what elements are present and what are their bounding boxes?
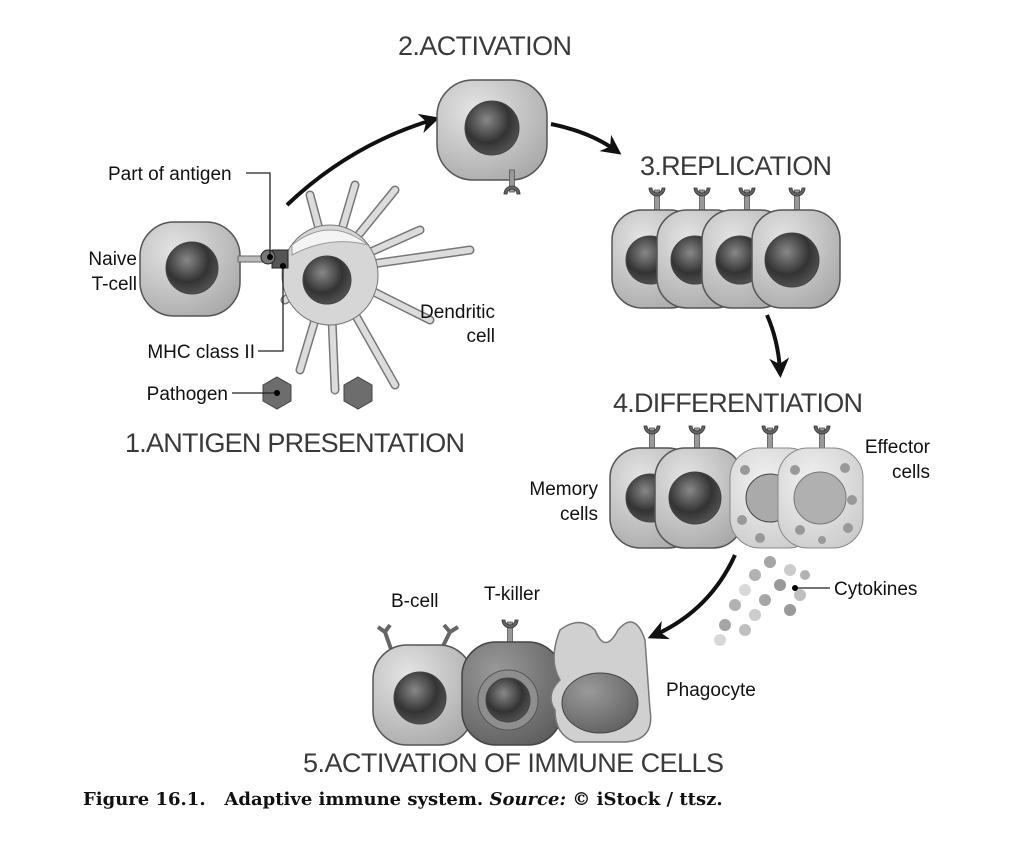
label-t-killer: T-killer (484, 584, 541, 605)
label-phagocyte: Phagocyte (666, 680, 756, 701)
stage-2-title: 2.ACTIVATION (398, 31, 572, 61)
label-naive: Naive (88, 249, 137, 270)
replicated-t-cells (611, 187, 841, 309)
stage-1-title: 1.ANTIGEN PRESENTATION (125, 428, 465, 458)
b-cell (372, 623, 474, 746)
label-pathogen: Pathogen (147, 384, 228, 405)
activated-t-cell (436, 79, 548, 195)
label-memory-cells: cells (560, 504, 598, 525)
t-killer-cell (461, 619, 563, 746)
label-effector: Effector (865, 437, 931, 458)
label-mhc-class-ii: MHC class II (147, 342, 255, 363)
label-dendritic-cell: cell (466, 326, 495, 347)
label-t-cell: T-cell (92, 274, 137, 295)
memory-cells (609, 425, 744, 549)
arrow-to-activation (285, 113, 440, 207)
source-credit: © iStock / ttsz. (572, 789, 723, 810)
source-label: Source: (489, 789, 567, 810)
naive-t-cell (139, 221, 265, 317)
phagocyte-cell (550, 621, 652, 743)
label-cytokines: Cytokines (834, 579, 917, 600)
label-part-of-antigen: Part of antigen (108, 164, 232, 185)
figure-caption: Figure 16.1. Adaptive immune system. Sou… (83, 789, 723, 810)
pathogen-icon (343, 376, 373, 410)
stage-4-title: 4.DIFFERENTIATION (613, 388, 863, 418)
label-b-cell: B-cell (391, 591, 439, 612)
effector-cells (729, 425, 864, 549)
stage-5-title: 5.ACTIVATION OF IMMUNE CELLS (303, 748, 724, 778)
arrow-to-replication (550, 122, 622, 155)
figure-number: Figure 16.1. (83, 789, 206, 810)
arrow-to-immune-cells (647, 554, 737, 640)
arrow-to-differentiation (765, 314, 790, 378)
stage-3-title: 3.REPLICATION (640, 151, 832, 181)
cytokines-cluster (714, 556, 810, 646)
label-dendritic: Dendritic (420, 302, 495, 323)
label-effector-cells: cells (892, 462, 930, 483)
label-memory: Memory (529, 479, 598, 500)
dendritic-cell (280, 180, 475, 395)
figure-title: Adaptive immune system. (224, 789, 484, 810)
